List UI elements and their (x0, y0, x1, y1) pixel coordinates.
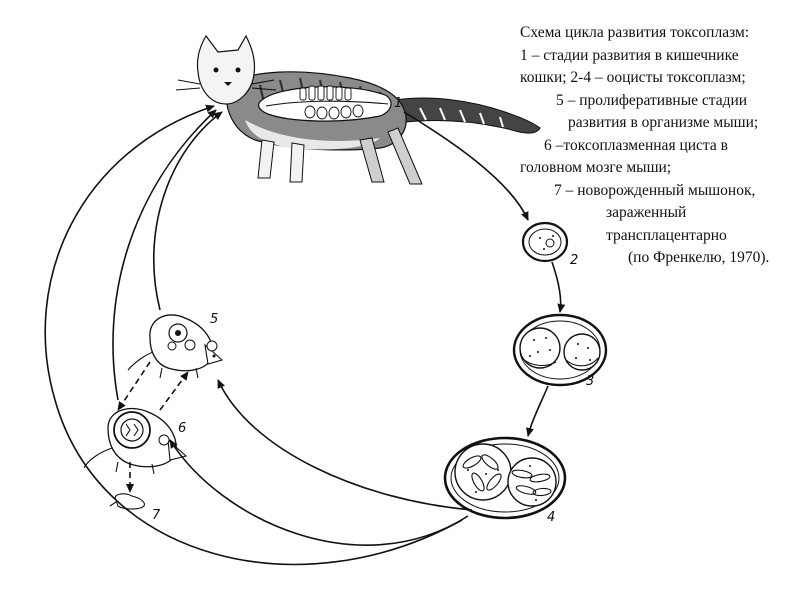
cat-illustration (175, 34, 541, 185)
caption-line: 7 – новорожденный мышонок, (554, 181, 756, 199)
caption-line: кошки; 2-4 – ооцисты токсоплазм; (520, 69, 746, 86)
caption-line: 1 – стадии развития в кишечнике (520, 46, 739, 64)
mouse-5 (127, 314, 224, 379)
caption-title: Схема цикла развития токсоплазм: (520, 24, 750, 41)
diagram-caption: Схема цикла развития токсоплазм: 1 – ста… (520, 22, 798, 270)
mouse-6 (83, 407, 188, 475)
label-5: 5 (210, 312, 218, 327)
label-4: 4 (547, 510, 555, 525)
caption-line: зараженный (606, 204, 687, 221)
caption-line: трансплацентарно (606, 226, 727, 244)
label-2: 2 (570, 253, 578, 268)
caption-source: (по Френкелю, 1970). (628, 249, 770, 266)
caption-line: развития в организме мыши; (568, 114, 759, 131)
cycle-arrows (44, 104, 566, 566)
label-1: 1 (394, 96, 402, 111)
baby-mouse-7 (109, 493, 145, 510)
label-3: 3 (586, 374, 594, 389)
oocyst-2 (521, 221, 569, 263)
caption-line: головном мозге мыши; (520, 159, 672, 176)
label-6: 6 (178, 421, 186, 436)
caption-line: 6 –токсоплазменная циста в (544, 136, 728, 154)
caption-line: 5 – пролиферативные стадии (556, 91, 748, 109)
label-7: 7 (152, 508, 161, 523)
oocyst-4 (443, 436, 567, 520)
oocyst-3 (512, 313, 608, 387)
